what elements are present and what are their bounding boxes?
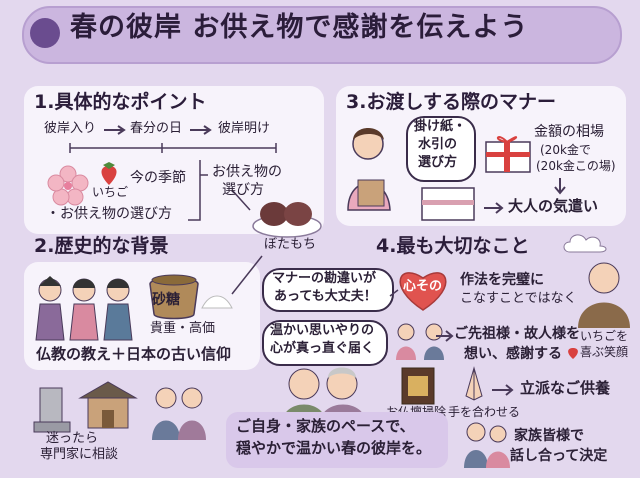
timeline-start: 彼岸入り (44, 121, 97, 136)
kakegami-line3: 選び方 (418, 155, 458, 170)
manner-line2: こなすことではなく (460, 291, 577, 306)
cloud-icon (563, 234, 607, 253)
footer-right-line1: 家族皆様で (514, 428, 584, 444)
kakegami-line1: 掛け紙・ (414, 119, 467, 134)
belief-label: 仏教の教え＋日本の古い信仰 (36, 345, 232, 363)
gift-box-icon (485, 136, 531, 173)
footer-right-line2: 話し合って決定 (510, 448, 608, 464)
market-note2: (20k金この場) (536, 159, 616, 173)
monk-icon (578, 262, 630, 328)
page-title: 春の彼岸 お供え物で感謝を伝えよう (70, 12, 529, 43)
section4-heading: 4.最も大切なこと (376, 235, 530, 257)
consult-line1: 迷ったら (46, 431, 99, 446)
mistake-line1: マナーの勘違いが (272, 271, 377, 286)
title-bullet-icon (30, 18, 60, 48)
noshi-box-icon (421, 187, 475, 221)
choose-label: ・お供え物の選び方 (46, 206, 172, 222)
timeline-end: 彼岸明け (218, 121, 271, 136)
offering-result-label: 立派なご供養 (520, 379, 611, 397)
temple-icon (78, 381, 138, 429)
sakura-icon (47, 165, 89, 206)
consult-line2: 専門家に相談 (40, 447, 119, 462)
offering-label-line1: お供え物の (212, 164, 282, 180)
grave-icon (33, 387, 71, 433)
valuable-label: 貴重・高価 (150, 321, 216, 336)
kakegami-bubble (406, 116, 476, 182)
strawberry-icon (101, 162, 117, 185)
section3-heading: 3.お渡しする際のマナー (346, 91, 557, 113)
warm-line1: 温かい思いやりの (270, 323, 375, 338)
mistake-line2: あっても大丈夫！ (274, 289, 377, 304)
ichigo-smile-line1: いちごを (580, 329, 629, 343)
adult-care-label: 大人の気遣い (508, 197, 599, 215)
season-label: 今の季節 (130, 170, 186, 186)
host-woman-icon (347, 128, 391, 211)
botamochi-label: ぼたもち (264, 237, 317, 252)
section1-heading: 1.具体的なポイント (34, 91, 207, 113)
warm-line2: 心が真っ直ぐ届く (270, 341, 375, 356)
ancestors-line1: ご先祖様・故人様を (454, 326, 580, 342)
botamochi-icon (252, 202, 322, 238)
section2-panel (24, 262, 260, 370)
heart-icon (399, 272, 447, 311)
historical-people-icon (35, 276, 133, 341)
sugar-pot-icon (149, 274, 199, 320)
footer-center-line2: 穏やかで温かい春の彼岸を。 (236, 439, 432, 457)
manner-line1: 作法を完璧に (460, 272, 544, 288)
market-label: 金額の相場 (534, 124, 604, 140)
title-bar (22, 6, 622, 64)
bubble-warm-heart (262, 320, 388, 366)
hands-label: 手を合わせる (448, 405, 521, 419)
timeline-middle: 春分の日 (130, 121, 183, 136)
sugar-label: 砂糖 (152, 292, 180, 308)
family-icon (152, 387, 206, 440)
sugar-pile-icon (201, 295, 233, 309)
strawberry-small-icon (568, 348, 578, 359)
kakegami-line2: 水引の (418, 137, 458, 152)
section2-heading: 2.歴史的な背景 (34, 235, 169, 257)
heart-label: 心その (403, 279, 443, 294)
praying-hands-icon (465, 366, 483, 401)
ancestors-line2: 想い、感謝する (464, 346, 562, 362)
family-group-icon (464, 422, 510, 468)
ichigo-smile-line2: 喜ぶ笑顔 (580, 345, 629, 359)
ichigo-label: いちご (92, 185, 129, 199)
bubble-mistake-ok (262, 268, 394, 312)
footer-center-box (226, 412, 448, 468)
market-note1: (20k金で (540, 143, 591, 157)
offering-label-line2: 選び方 (222, 182, 264, 198)
altar-icon (401, 367, 435, 405)
footer-center-line1: ご自身・家族のペースで、 (236, 417, 415, 435)
